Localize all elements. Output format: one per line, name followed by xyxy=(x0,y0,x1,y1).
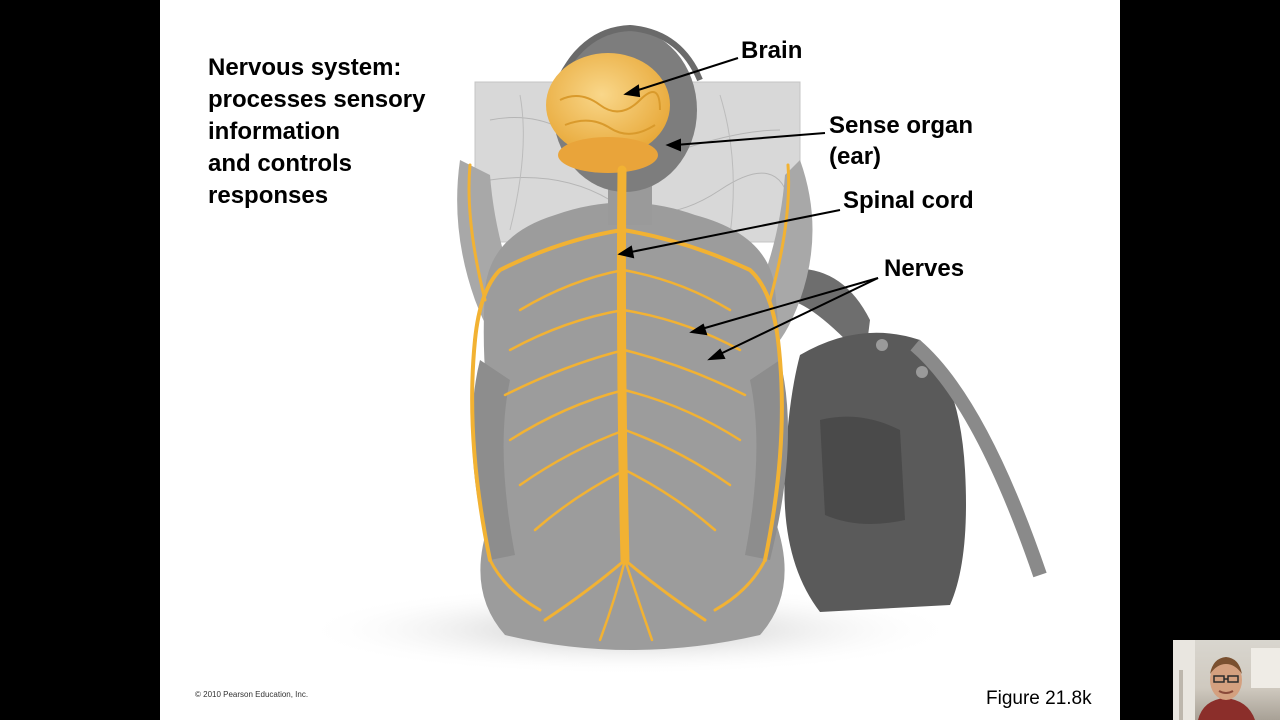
nerves-arrow-1 xyxy=(697,277,879,331)
heading-line: and controls xyxy=(208,150,353,177)
presenter-avatar-icon xyxy=(1173,640,1280,720)
heading-line: processes sensory xyxy=(208,86,426,113)
label-arrows xyxy=(617,57,879,361)
copyright-notice: © 2010 Pearson Education, Inc. xyxy=(195,690,309,699)
slide: Nervous system: processes sensory inform… xyxy=(160,0,1120,720)
brain-label: Brain xyxy=(741,37,803,64)
sense-organ-label: Sense organ xyxy=(829,112,974,139)
brain-illustration xyxy=(546,53,670,173)
nerve-network xyxy=(467,163,791,642)
slide-heading: Nervous system: processes sensory inform… xyxy=(208,52,425,212)
spinal-cord-arrow xyxy=(625,209,841,254)
sense-organ-arrow xyxy=(674,132,826,146)
nerves-arrow-2 xyxy=(715,277,879,357)
heading-line: Nervous system: xyxy=(208,54,402,81)
nervous-system-illustration xyxy=(300,24,1047,675)
backpack xyxy=(780,268,1047,612)
spinal-cord-label: Spinal cord xyxy=(843,187,974,214)
figure-number: Figure 21.8k xyxy=(986,688,1092,709)
brain-arrow xyxy=(631,57,739,93)
heading-line: responses xyxy=(208,182,329,209)
presenter-webcam xyxy=(1173,640,1280,720)
nerves-label: Nerves xyxy=(884,255,965,282)
heading-line: information xyxy=(208,118,340,145)
spinal-cord xyxy=(616,165,630,565)
sense-organ-sublabel: (ear) xyxy=(829,143,882,170)
